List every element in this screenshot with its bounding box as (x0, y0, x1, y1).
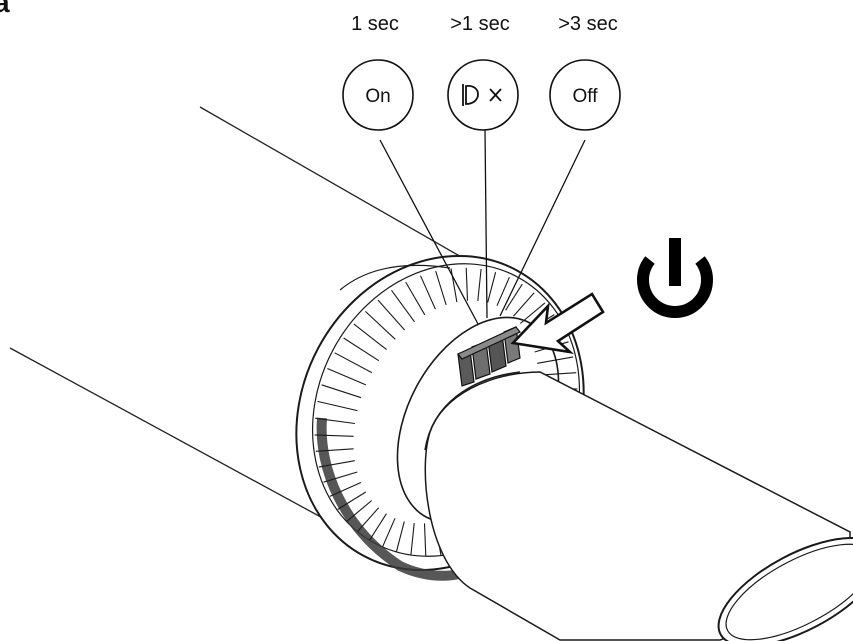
panel-letter: a (0, 0, 10, 18)
press-arrow-icon (510, 292, 605, 354)
knurl-ridge (435, 270, 447, 306)
callout-off: Off >3 sec (549, 13, 621, 131)
back-tube (9, 106, 471, 523)
knurl-ridge (391, 289, 415, 323)
power-icon (637, 238, 713, 318)
knurl-ridge (512, 292, 535, 317)
knurl-ridge (382, 518, 396, 548)
knurl-ridge (343, 337, 380, 362)
light-off-icon (462, 84, 502, 106)
callout-on: On 1 sec (342, 13, 414, 131)
duration-off: >3 sec (558, 13, 617, 35)
knurl-ridge (334, 352, 373, 374)
duration-on: 1 sec (351, 13, 399, 35)
knurl-ridge (410, 523, 415, 556)
knurl-ridge (377, 299, 406, 331)
knurl-ridge (395, 521, 405, 552)
front-tube (424, 371, 853, 641)
knurl-ridge (357, 507, 380, 532)
knurl-ridge (315, 417, 355, 425)
knurl-ridge (314, 434, 354, 437)
knurl-ridge (369, 513, 387, 541)
knurl-ridge (327, 367, 367, 386)
knurl-ridge (423, 523, 427, 557)
callout-on-label: On (365, 86, 390, 107)
knurl-ridge (317, 400, 358, 412)
knurl-ridge (329, 481, 362, 497)
knurl-ridge (315, 448, 354, 452)
knurl-ridge (519, 302, 546, 324)
knurl-ridge (419, 275, 436, 310)
duration-mute: >1 sec (450, 13, 509, 35)
knurl-ridge (346, 500, 373, 522)
knurl-ridge (365, 310, 396, 340)
knurl-ridge (537, 356, 574, 364)
knurl-ridge (353, 323, 387, 351)
knurl-ridge (321, 384, 362, 399)
knurl-ridge (405, 281, 426, 316)
knurl-ridge (465, 267, 469, 301)
callout-mute: >1 sec (447, 13, 519, 131)
knurl-ridge (337, 491, 367, 510)
callout-off-label: Off (573, 86, 599, 107)
knurl-ridge (505, 283, 523, 311)
knurl-ridge (318, 460, 355, 468)
switch-cluster (457, 326, 521, 387)
knurl-ridge (496, 276, 510, 306)
knurl-ridge (487, 272, 497, 303)
knurl-ridge (323, 471, 358, 483)
knurl-ridge (477, 268, 482, 301)
leader-lines (379, 129, 586, 325)
